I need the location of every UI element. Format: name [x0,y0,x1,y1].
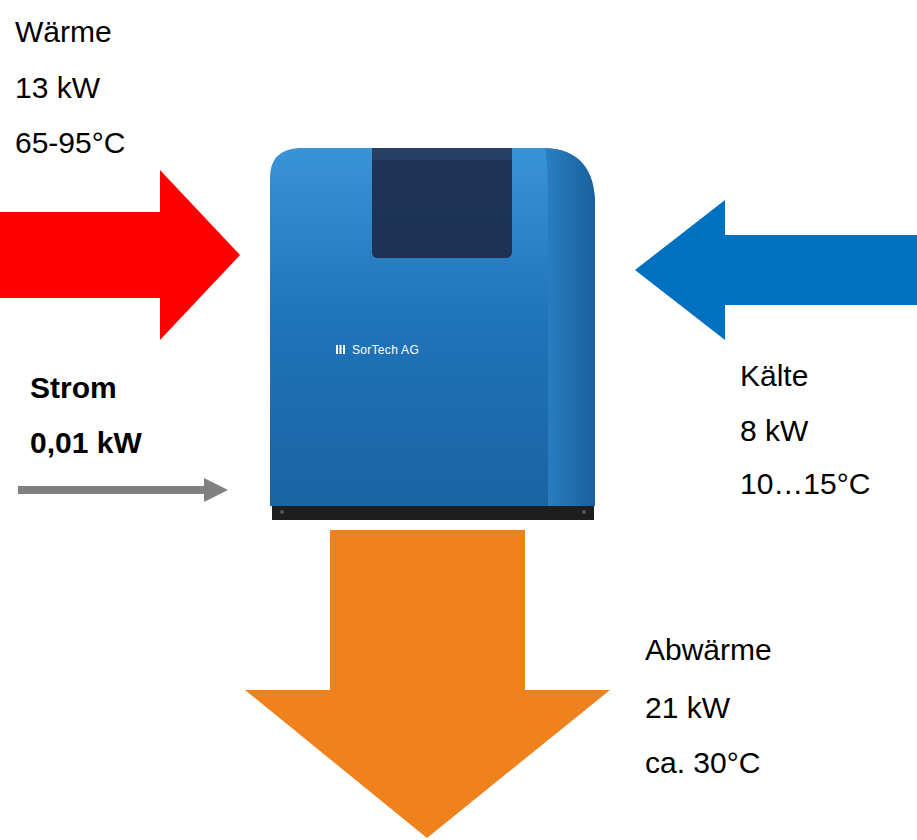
brand-logo: SorTech AG [352,343,421,357]
flow-name: Abwärme [645,632,772,668]
power-value: 21 kW [645,690,730,726]
flow-name: Wärme [15,14,112,50]
waste-heat-arrow [245,530,610,838]
logo-plate: SorTech AG [349,340,424,360]
heat-arrow [0,170,240,340]
power-arrow [18,478,228,502]
power-value: 0,01 kW [30,425,142,461]
flow-name: Strom [30,370,117,406]
temperature-value: ca. 30°C [645,745,760,781]
power-value: 8 kW [740,413,808,449]
temperature-value: 10…15°C [740,466,870,502]
machine-illustration [270,148,595,520]
temperature-value: 65-95°C [15,125,125,161]
flow-name: Kälte [740,358,808,394]
cold-arrow [635,200,917,340]
power-value: 13 kW [15,70,100,106]
